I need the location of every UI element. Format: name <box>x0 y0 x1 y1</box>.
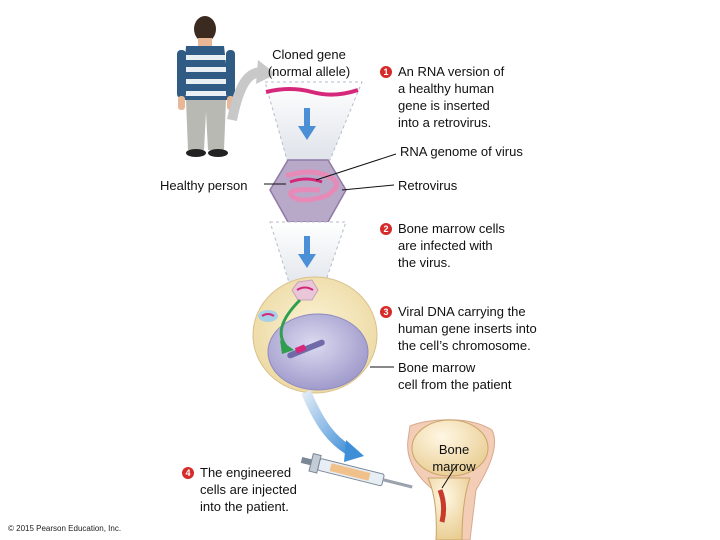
step-1: 1 An RNA version of a healthy human gene… <box>380 63 504 131</box>
retrovirus-label: Retrovirus <box>398 178 458 193</box>
step-number-badge: 3 <box>380 306 392 318</box>
bone-marrow-cell <box>252 276 378 394</box>
cloned-gene-strand <box>265 87 359 97</box>
syringe-icon <box>300 452 413 489</box>
step-3: 3 Viral DNA carrying the human gene inse… <box>380 303 537 354</box>
step-text: An RNA version of a healthy human gene i… <box>398 64 505 130</box>
bone-marrow-illustration <box>407 419 496 540</box>
step-text: The engineered cells are injected into t… <box>200 465 297 514</box>
arrow-down-icon <box>298 236 316 268</box>
step-2: 2 Bone marrow cells are infected with th… <box>380 220 505 271</box>
bone-marrow-label: Bone marrow <box>432 442 476 474</box>
healthy-person-figure <box>177 16 235 157</box>
bone-marrow-cell-label: Bone marrow cell from the patient <box>398 360 512 392</box>
copyright-notice: © 2015 Pearson Education, Inc. <box>8 524 122 533</box>
rna-genome-label: RNA genome of virus <box>400 144 523 159</box>
step-text: Bone marrow cells are infected with the … <box>398 221 505 270</box>
step-text: Viral DNA carrying the human gene insert… <box>398 304 537 353</box>
leader-bone-marrow <box>441 465 457 489</box>
funnel-gene-to-virus <box>264 81 363 161</box>
healthy-person-label: Healthy person <box>160 178 248 193</box>
retrovirus-particle <box>269 159 347 223</box>
step-number-badge: 1 <box>380 66 392 78</box>
cloned-gene-label: Cloned gene (normal allele) <box>267 47 351 79</box>
leader-retrovirus <box>341 184 395 191</box>
leader-rna-genome <box>315 153 397 181</box>
step-4: 4 The engineered cells are injected into… <box>182 464 297 515</box>
big-arrow <box>301 390 355 457</box>
arrow-down-icon <box>298 108 316 140</box>
step-number-badge: 4 <box>182 467 194 479</box>
step-number-badge: 2 <box>380 223 392 235</box>
